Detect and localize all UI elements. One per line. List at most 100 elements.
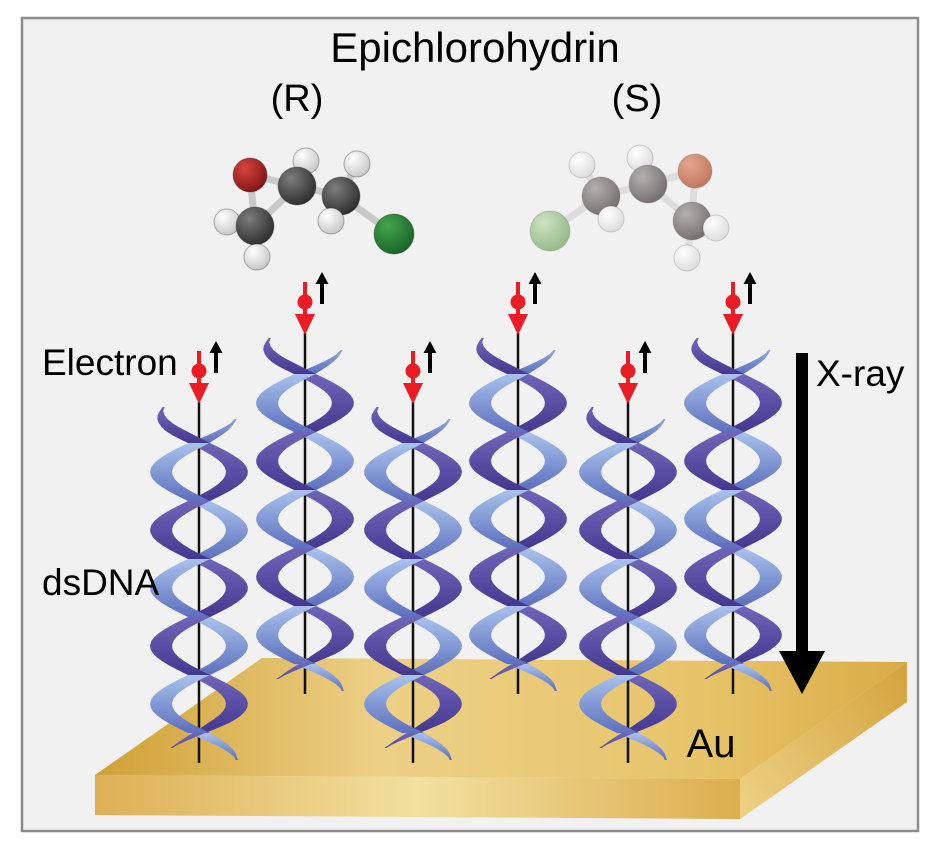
dna-strand-segment <box>579 443 639 501</box>
dna-strand-segment <box>276 664 312 679</box>
dna-strand-segment <box>256 374 316 432</box>
electron-arrowhead-icon <box>295 314 315 335</box>
electron-dot-icon <box>725 294 741 310</box>
dna-strand-segment <box>364 675 424 733</box>
dna-strand-segment <box>684 548 744 606</box>
dna-strand-segment <box>469 432 529 490</box>
spin-up-arrow-icon <box>209 341 223 353</box>
dna-strand-segment <box>722 432 782 490</box>
dna-strand-segment <box>150 501 210 559</box>
electron-arrowhead-icon <box>723 314 743 335</box>
dna-strand-segment <box>294 664 344 691</box>
dna-strand-segment <box>188 443 248 501</box>
spin-up-arrow-icon <box>743 272 757 284</box>
electron-arrowhead-icon <box>189 383 209 404</box>
dna-strand-segment <box>294 374 354 432</box>
dna-strand-segment <box>617 559 677 617</box>
electron-arrowhead-icon <box>403 383 423 404</box>
dna-strand-segment <box>684 606 744 664</box>
dna-helix-4 <box>469 333 567 694</box>
enantiomer-label-s: (S) <box>612 78 663 120</box>
enantiomer-label-r: (R) <box>271 78 324 120</box>
dna-strand-segment <box>579 617 639 675</box>
dna-strand-segment <box>294 606 354 664</box>
electron-dot-icon <box>620 363 636 379</box>
atom-c <box>277 166 317 206</box>
dna-strand-segment <box>188 501 248 559</box>
xray-arrowhead-icon <box>779 651 825 694</box>
dna-helix-3 <box>364 402 462 763</box>
dna-strand-segment <box>617 733 667 760</box>
atom-c <box>628 164 668 204</box>
electron-dot-icon <box>297 294 313 310</box>
dna-strand-segment <box>684 490 744 548</box>
spin-up-arrow-icon <box>528 272 542 284</box>
dna-strand-segment <box>722 664 772 691</box>
dna-strand-segment <box>150 559 210 617</box>
dna-strand-segment <box>722 490 782 548</box>
dna-strand-segment <box>586 407 639 443</box>
dna-strand-segment <box>256 490 316 548</box>
gold-substrate <box>95 658 907 819</box>
dna-strand-segment <box>507 548 567 606</box>
electron-dot-icon <box>191 363 207 379</box>
dna-strand-segment <box>150 617 210 675</box>
dna-strand-segment <box>188 675 248 733</box>
dna-strand-segment <box>402 443 462 501</box>
electron-arrow <box>403 341 437 404</box>
dna-strand-segment <box>263 338 316 374</box>
atom-o <box>677 153 713 189</box>
dna-strand-segment <box>507 490 567 548</box>
electron-arrowhead-icon <box>618 383 638 404</box>
dna-strand-segment <box>489 664 525 679</box>
atom-h <box>673 244 701 272</box>
title: Epichlorohydrin <box>330 24 620 71</box>
dna-strand-segment <box>150 675 210 733</box>
dna-strand-segment <box>507 350 556 374</box>
dna-strand-segment <box>294 490 354 548</box>
dna-strand-segment <box>722 548 782 606</box>
dna-strand-segment <box>469 548 529 606</box>
dna-strand-segment <box>579 559 639 617</box>
dna-helix-1 <box>150 402 248 763</box>
dna-strand-segment <box>476 338 529 374</box>
dna-helix-6 <box>684 333 782 694</box>
atom-c <box>235 206 275 246</box>
dna-strand-segment <box>722 350 771 374</box>
dsdna-monolayer <box>150 333 782 763</box>
electron-spin-arrows <box>189 272 757 404</box>
dna-strand-segment <box>617 501 677 559</box>
dna-strand-segment <box>188 419 237 443</box>
atom-h <box>243 243 271 271</box>
molecule-r-epichlorohydrin <box>213 147 415 271</box>
gold-slab-front-face <box>95 775 740 819</box>
dna-strand-segment <box>364 559 424 617</box>
electron-dot-icon <box>405 363 421 379</box>
dna-strand-segment <box>617 443 677 501</box>
atom-o <box>232 157 268 193</box>
dna-strand-segment <box>364 443 424 501</box>
dna-strand-segment <box>402 559 462 617</box>
dna-strand-segment <box>684 374 744 432</box>
dna-strand-segment <box>402 617 462 675</box>
electron-arrow <box>618 341 652 404</box>
xray-arrow-shaft <box>796 353 808 656</box>
gold-slab-top-face <box>95 658 907 779</box>
dna-strand-segment <box>617 419 666 443</box>
dna-strand-segment <box>469 374 529 432</box>
atom-h <box>343 150 371 178</box>
dna-strand-segment <box>150 443 210 501</box>
dna-strand-segment <box>507 606 567 664</box>
epichlorohydrin-molecules <box>213 144 730 272</box>
dna-strand-segment <box>256 548 316 606</box>
electron-dot-icon <box>510 294 526 310</box>
dna-strand-segment <box>188 733 238 760</box>
dna-strand-segment <box>294 432 354 490</box>
label-xray: X-ray <box>816 353 905 394</box>
label-dsdna: dsDNA <box>42 562 160 603</box>
dna-strand-segment <box>691 338 744 374</box>
atom-cl <box>373 213 415 255</box>
dna-strand-segment <box>402 733 452 760</box>
dna-strand-segment <box>722 606 782 664</box>
